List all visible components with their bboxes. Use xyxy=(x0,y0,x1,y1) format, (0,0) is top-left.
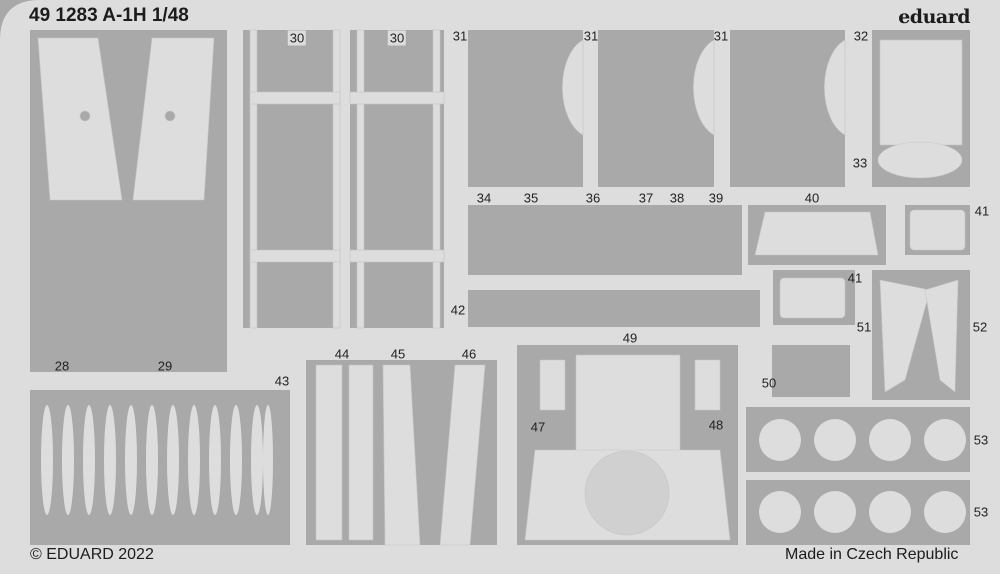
part-label: 53 xyxy=(973,432,989,448)
part-label: 51 xyxy=(856,319,872,335)
part-label: 53 xyxy=(973,504,989,520)
part-53-set xyxy=(759,419,966,533)
part-label: 40 xyxy=(804,190,820,206)
part-label: 42 xyxy=(450,302,466,318)
part-label: 36 xyxy=(585,190,601,206)
part-label: 38 xyxy=(669,190,685,206)
part-label: 30 xyxy=(387,30,407,46)
part-label: 45 xyxy=(390,346,406,362)
copyright-text: © EDUARD 2022 xyxy=(30,546,154,563)
part-label: 48 xyxy=(708,417,724,433)
part-label: 41 xyxy=(847,270,863,286)
part-label: 32 xyxy=(853,28,869,44)
part-label: 47 xyxy=(530,419,546,435)
part-label: 29 xyxy=(157,358,173,374)
part-label: 31 xyxy=(452,28,468,44)
part-label: 46 xyxy=(461,346,477,362)
part-label: 30 xyxy=(287,30,307,46)
part-label: 41 xyxy=(974,203,990,219)
part-label: 31 xyxy=(713,28,729,44)
part-28 xyxy=(37,37,123,201)
part-label: 34 xyxy=(476,190,492,206)
part-label: 52 xyxy=(972,319,988,335)
part-label: 44 xyxy=(334,346,350,362)
part-label: 33 xyxy=(852,155,868,171)
brand-logo: eduard xyxy=(898,6,970,28)
part-label: 49 xyxy=(622,330,638,346)
part-label: 43 xyxy=(274,373,290,389)
origin-text: Made in Czech Republic xyxy=(785,546,959,563)
part-label: 31 xyxy=(583,28,599,44)
part-label: 50 xyxy=(761,375,777,391)
part-label: 28 xyxy=(54,358,70,374)
part-label: 35 xyxy=(523,190,539,206)
parts xyxy=(37,29,966,546)
part-43-set xyxy=(41,405,273,515)
part-label: 39 xyxy=(708,190,724,206)
fret-title: 49 1283 A-1H 1/48 xyxy=(29,5,189,26)
part-label: 37 xyxy=(638,190,654,206)
